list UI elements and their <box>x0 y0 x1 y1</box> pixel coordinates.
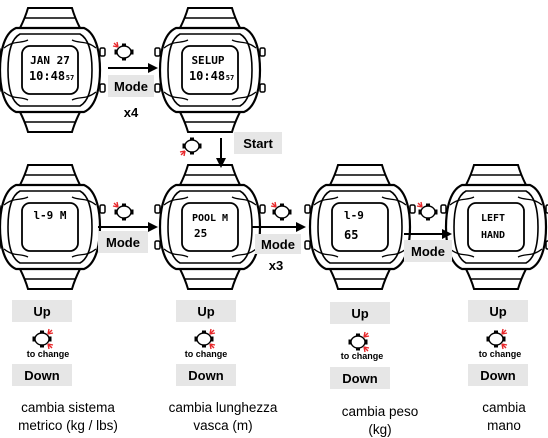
mode-press-icon-4 <box>416 201 439 222</box>
watch-5-line1: l-9 <box>344 209 364 222</box>
caption-4-line1: cambia <box>482 400 526 415</box>
watch-4: POOL M 25 <box>153 163 267 291</box>
down-button-4-label: Down <box>480 368 515 383</box>
caption-2-line2: vasca (m) <box>193 418 252 433</box>
watch-3: l-9 M <box>0 163 107 291</box>
start-button-label: Start <box>243 136 273 151</box>
caption-2-line1: cambia lunghezza <box>169 400 278 415</box>
watch-1-line2: 10:48 <box>29 69 65 83</box>
to-change-1: to change <box>27 349 70 359</box>
watch-2-line2-sup: 57 <box>226 74 234 82</box>
up-button-2-box <box>176 300 236 322</box>
mode-button-3-label: Mode <box>261 237 295 252</box>
up-button-3-box <box>330 302 390 324</box>
down-button-2-box <box>176 364 236 386</box>
watch-5-line2: 65 <box>344 228 358 242</box>
watch-6-line2: HAND <box>481 230 505 241</box>
mode-press-icon-1 <box>112 41 135 62</box>
controls-2: Up to change Down <box>176 300 236 386</box>
mode-button-1-label: Mode <box>114 79 148 94</box>
watch-2: SELUP 10:48 57 <box>153 6 267 134</box>
caption-3-line1: cambia peso <box>342 404 419 419</box>
down-button-3-label: Down <box>342 371 377 386</box>
watch-1-line2-sup: 57 <box>66 74 74 82</box>
to-change-3: to change <box>341 351 384 361</box>
watch-6-line1: LEFT <box>481 213 505 224</box>
to-change-4: to change <box>479 349 522 359</box>
watch-5: l-9 65 <box>303 163 417 291</box>
caption-4-line2: mano <box>487 418 521 433</box>
watch-4-line1: POOL M <box>192 213 228 224</box>
watch-3-line1: l-9 M <box>33 209 66 222</box>
watch-1: JAN 27 10:48 57 <box>0 6 107 134</box>
watch-2-line2: 10:48 <box>189 69 225 83</box>
mode-1-multiplier: x4 <box>124 105 139 120</box>
mode-button-3-box <box>255 234 301 254</box>
down-button-2-label: Down <box>188 368 223 383</box>
watch-6: LEFT HAND <box>439 163 548 291</box>
watch-2-line1: SELUP <box>191 54 224 67</box>
mode-press-icon-2 <box>112 201 135 222</box>
start-press-icon <box>179 136 203 157</box>
up-button-4-label: Up <box>489 304 506 319</box>
mode-press-icon-3 <box>270 201 293 222</box>
mode-button-1-box <box>108 75 154 97</box>
caption-1-line1: cambia sistema <box>21 400 115 415</box>
up-button-1-box <box>12 300 72 322</box>
down-button-1-box <box>12 364 72 386</box>
mode-button-4-label: Mode <box>411 244 445 259</box>
controls-1: Up to change Down <box>12 300 72 386</box>
down-button-4-box <box>468 364 528 386</box>
controls-3: Up to change Down <box>330 302 390 389</box>
watch-1-line1: JAN 27 <box>30 54 70 67</box>
up-button-2-label: Up <box>197 304 214 319</box>
down-button-1-label: Down <box>24 368 59 383</box>
caption-3-line2: (kg) <box>368 422 391 437</box>
watch-4-line2: 25 <box>194 227 207 240</box>
controls-4: Up to change Down <box>468 300 528 386</box>
down-button-3-box <box>330 367 390 389</box>
mode-button-2-box <box>98 231 148 253</box>
to-change-2: to change <box>185 349 228 359</box>
start-button-box <box>234 132 282 154</box>
up-button-3-label: Up <box>351 306 368 321</box>
caption-1-line2: metrico (kg / lbs) <box>18 418 118 433</box>
mode-3-multiplier: x3 <box>269 258 283 273</box>
mode-button-2-label: Mode <box>106 235 140 250</box>
mode-button-4-box <box>404 240 452 262</box>
up-button-1-label: Up <box>33 304 50 319</box>
up-button-4-box <box>468 300 528 322</box>
